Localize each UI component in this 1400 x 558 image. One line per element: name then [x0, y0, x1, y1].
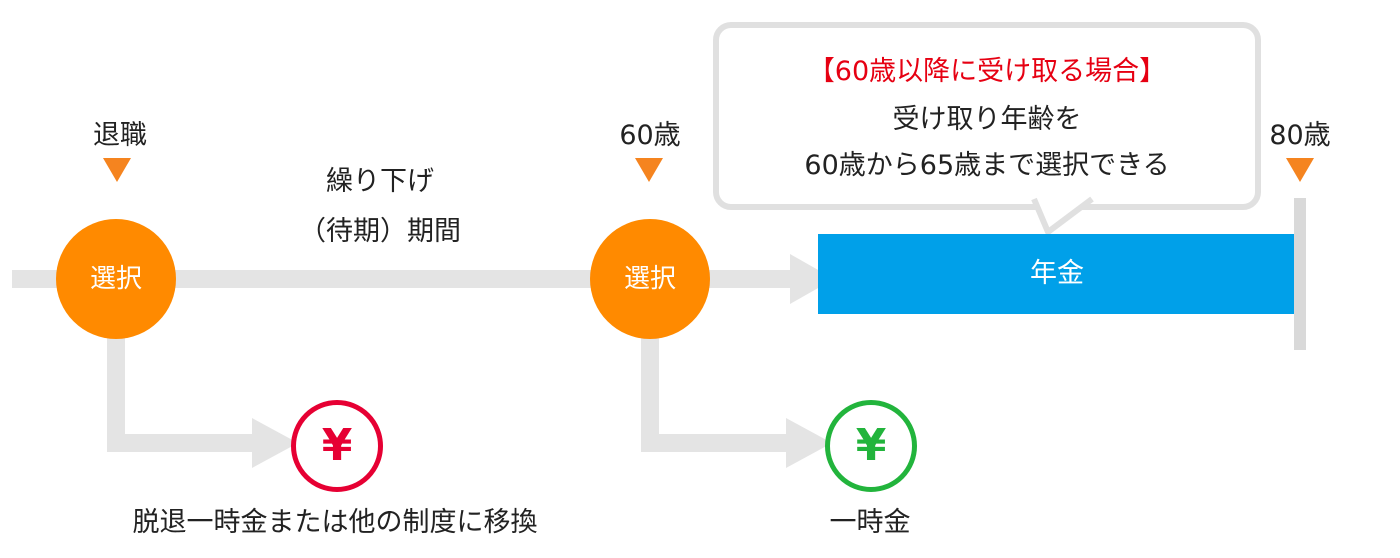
branch-1-vertical	[107, 320, 125, 452]
pension-bar: 年金	[818, 234, 1296, 314]
branch-2-vertical	[641, 320, 659, 452]
yen-green-icon: ¥	[825, 400, 917, 492]
callout-heading: 【60歳以降に受け取る場合】	[807, 56, 1167, 87]
age-60-marker-icon	[635, 158, 663, 182]
lump-sum-label: 一時金	[829, 507, 911, 538]
lump-sum-transfer-label: 脱退一時金または他の制度に移換	[132, 507, 538, 538]
branch-1-arrowhead	[252, 418, 298, 468]
branch-2-arrowhead	[786, 418, 832, 468]
choice-node-age-60: 選択	[590, 219, 710, 339]
deferral-period-line1: 繰り下げ	[326, 166, 434, 197]
timeline-end-bar	[1294, 198, 1306, 350]
callout-box: 【60歳以降に受け取る場合】 受け取り年齢を 60歳から65歳まで選択できる	[713, 22, 1261, 210]
callout-line-1: 受け取り年齢を	[892, 104, 1082, 135]
timeline-arrowhead	[790, 254, 834, 304]
callout-line-2: 60歳から65歳まで選択できる	[804, 150, 1170, 181]
branch-1-horizontal	[107, 434, 259, 452]
deferral-period-line2: （待期）期間	[299, 216, 461, 247]
age-80-label: 80歳	[1269, 120, 1331, 151]
age-80-marker-icon	[1286, 158, 1314, 182]
retirement-marker-icon	[103, 158, 131, 182]
age-60-label: 60歳	[619, 120, 681, 151]
yen-red-icon: ¥	[291, 400, 383, 492]
retirement-label: 退職	[93, 120, 147, 151]
branch-2-horizontal	[641, 434, 793, 452]
callout-tail	[1031, 196, 1094, 235]
choice-node-retirement: 選択	[56, 219, 176, 339]
